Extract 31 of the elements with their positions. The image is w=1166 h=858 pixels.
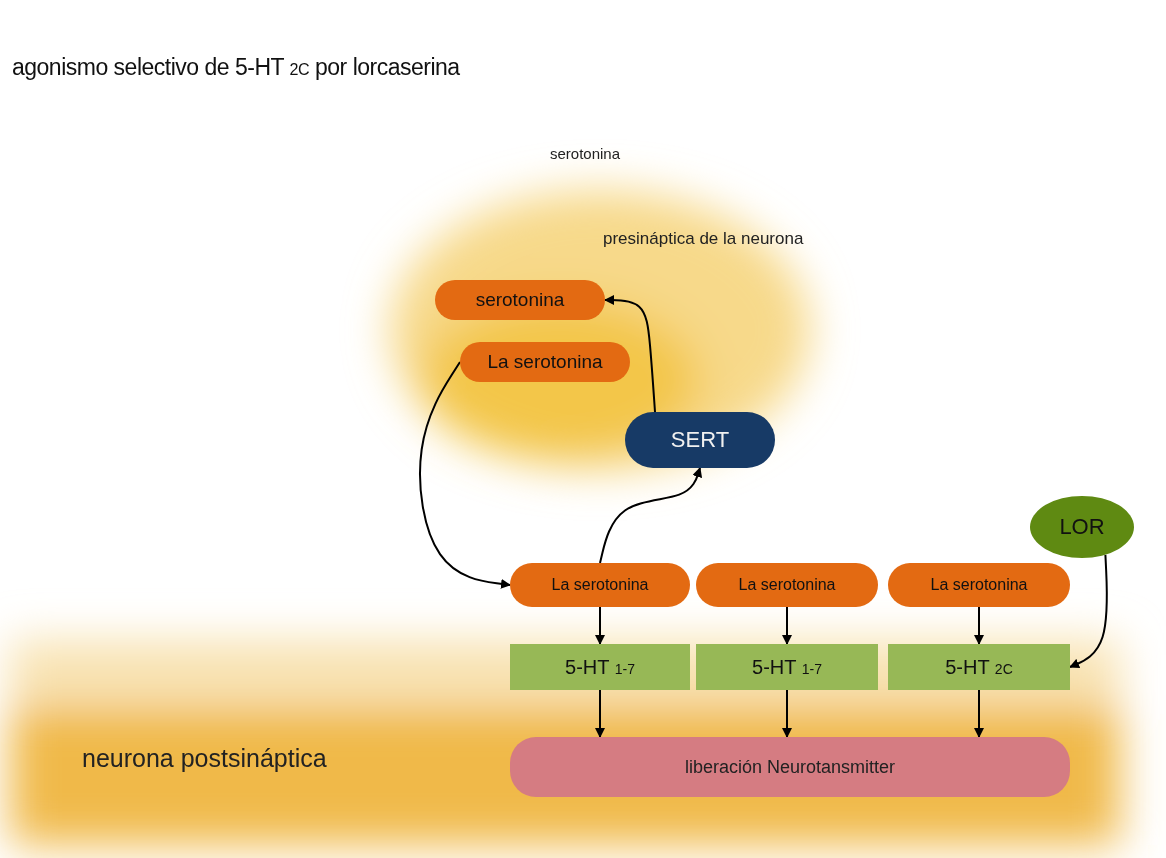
molecule-pill [460, 342, 630, 382]
region-label: neurona postsináptica [82, 744, 327, 773]
node-label: serotonina [475, 289, 565, 311]
molecule-pill [435, 280, 605, 320]
node-label: SERT [670, 427, 730, 453]
arrow [782, 606, 792, 645]
arrow [604, 295, 656, 413]
node-label: liberación Neurotansmitter [684, 756, 896, 778]
node-label: La serotonina [487, 351, 603, 373]
node-label: La serotonina [930, 576, 1028, 594]
node-label: La serotonina [738, 576, 836, 594]
molecule-pill [888, 563, 1070, 607]
receptor-box [510, 644, 690, 690]
arrow [974, 606, 984, 645]
molecule-pill [510, 563, 690, 607]
arrow [1069, 553, 1108, 669]
arrow [595, 606, 605, 645]
arrow [595, 689, 605, 738]
molecule-pill [625, 412, 775, 468]
structure-label: serotonina [550, 145, 621, 162]
receptor-box [888, 644, 1070, 690]
receptor-box [696, 644, 878, 690]
arrow [419, 361, 511, 589]
node-label: La serotonina [551, 576, 649, 594]
arrow [599, 467, 703, 564]
molecule-pill [696, 563, 878, 607]
node-label: LOR [1059, 514, 1105, 540]
structure-label: presináptica de la neurona [603, 229, 804, 249]
arrow [974, 689, 984, 738]
effect-box [510, 737, 1070, 797]
arrow [782, 689, 792, 738]
